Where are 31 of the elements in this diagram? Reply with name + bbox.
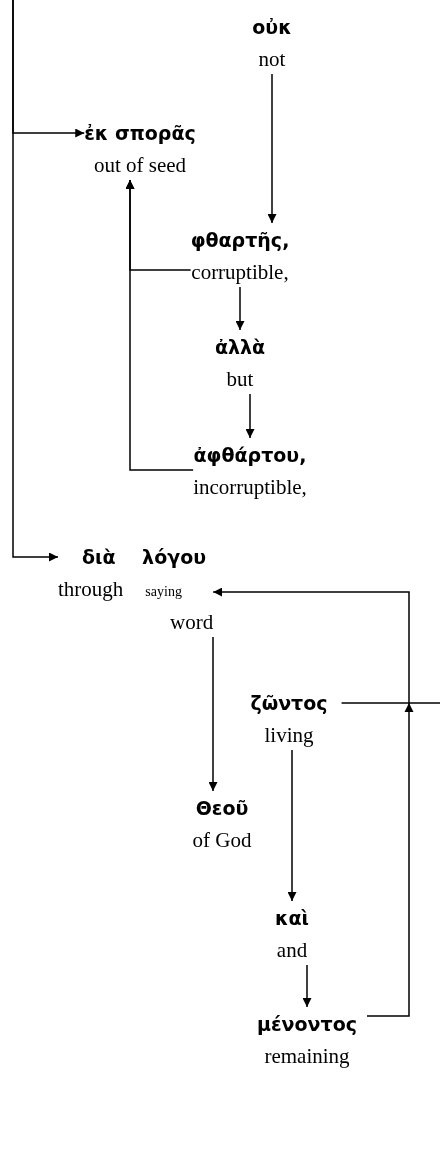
- greek-word: οὐκ: [252, 15, 292, 40]
- greek-word: διὰ λόγου: [81, 545, 208, 570]
- gloss-text: and: [275, 937, 309, 964]
- greek-word: μένοντος: [257, 1012, 357, 1037]
- gloss-text: of God: [192, 827, 252, 854]
- arrow: [12, 0, 59, 562]
- greek-word: ζῶντος: [250, 691, 328, 716]
- arrow: [208, 636, 218, 792]
- arrow: [267, 73, 277, 224]
- greek-word: φθαρτῆς,: [190, 228, 290, 253]
- greek-word: ἀλλὰ: [214, 335, 266, 360]
- gloss-text: but: [225, 366, 255, 393]
- arrow: [302, 964, 312, 1008]
- gloss-text: living: [263, 722, 315, 749]
- gloss-text: incorruptible,: [193, 474, 307, 501]
- connector-line: [340, 702, 440, 704]
- gloss-text: not: [257, 46, 287, 73]
- gloss-text: out of seed: [92, 152, 188, 179]
- arrow: [245, 393, 255, 439]
- greek-word: ἀφθάρτου,: [193, 443, 307, 468]
- gloss-text: saying: [145, 583, 182, 601]
- greek-word: ἐκ σπορᾶς: [84, 121, 196, 146]
- arrow: [287, 749, 297, 902]
- gloss-text: word: [170, 609, 214, 636]
- gloss-text: remaining: [263, 1043, 351, 1070]
- gloss-text: through: [58, 576, 124, 603]
- arrow: [125, 179, 194, 471]
- greek-word: καὶ: [275, 906, 309, 931]
- gloss-text: corruptible,: [190, 259, 290, 286]
- arrow: [235, 286, 245, 331]
- greek-word: Θεοῦ: [194, 796, 250, 821]
